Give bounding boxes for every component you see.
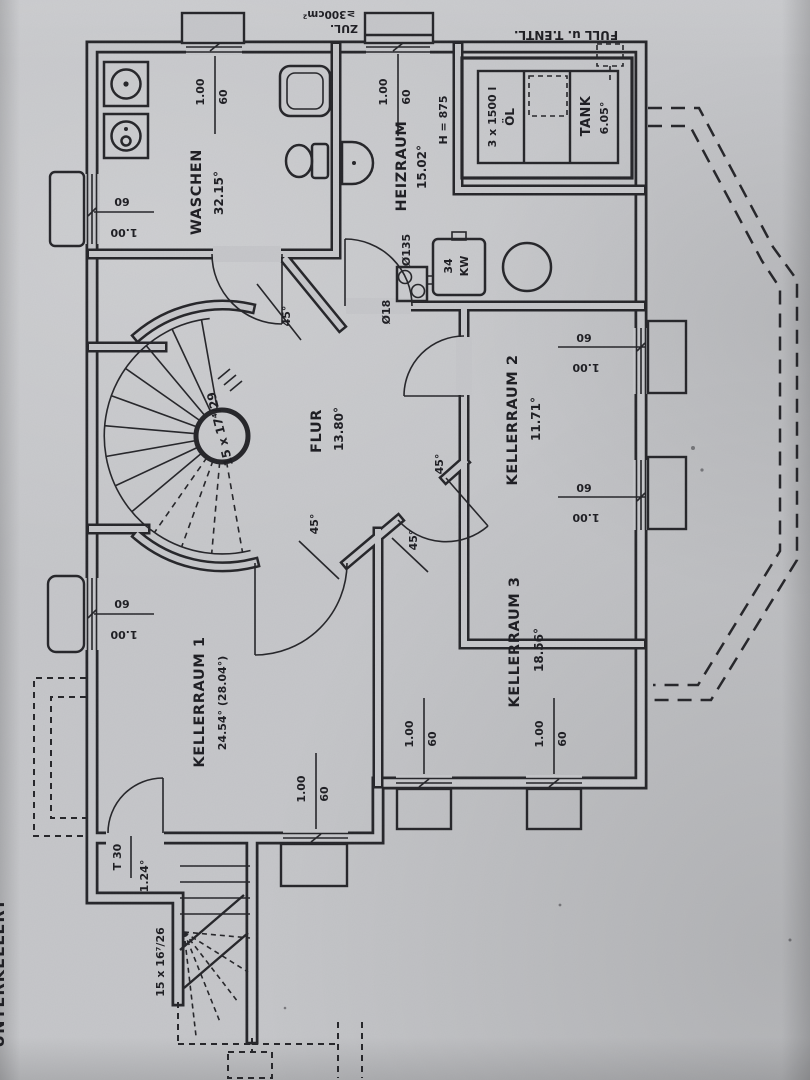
paper-grain-overlay — [0, 0, 810, 1080]
